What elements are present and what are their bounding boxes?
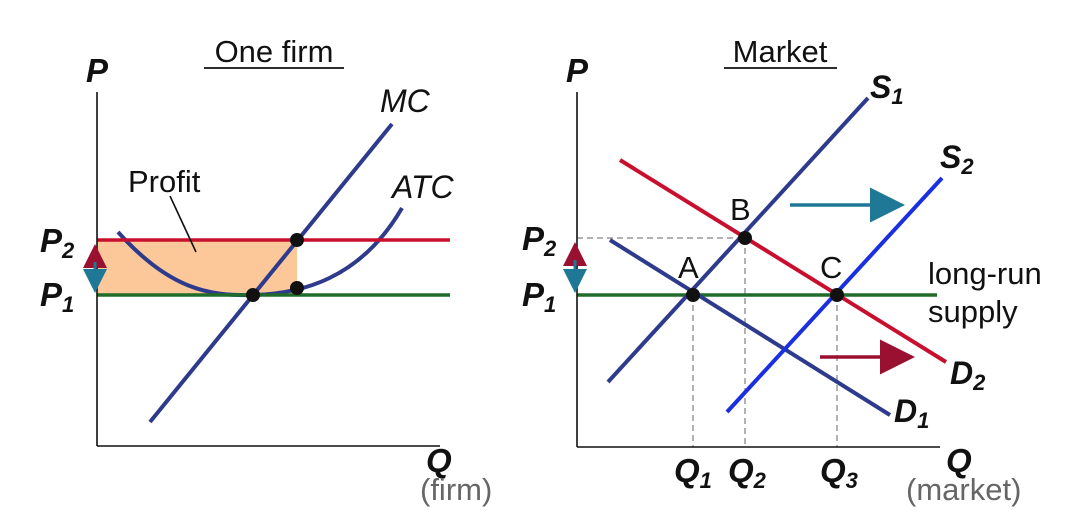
atc-label: ATC	[390, 169, 455, 205]
d1-label: D1	[894, 393, 929, 433]
point-c-dot	[830, 288, 844, 302]
dot-mc-p1	[246, 288, 260, 302]
profit-leader-line	[169, 195, 197, 253]
point-c-label: C	[820, 250, 842, 285]
left-title: One firm	[215, 34, 334, 69]
demand-curve-d2	[618, 158, 948, 364]
supply-curve-s1	[606, 96, 870, 384]
point-a-dot	[686, 288, 700, 302]
left-p2-label: P2	[40, 222, 75, 263]
point-b-label: B	[730, 192, 751, 227]
mc-label: MC	[380, 83, 431, 119]
q1-label: Q1	[674, 452, 712, 493]
left-p1-label: P1	[40, 276, 74, 317]
mc-curve	[148, 122, 394, 424]
right-x-axis-label: Q	[946, 442, 972, 479]
left-x-axis-note: (firm)	[420, 472, 492, 507]
long-run-supply-label-line1: long-run	[928, 256, 1042, 291]
left-x-axis-label: Q	[426, 442, 452, 479]
q2-label: Q2	[728, 452, 767, 493]
q3-label: Q3	[820, 452, 858, 493]
right-title: Market	[733, 34, 828, 69]
left-panel: One firm P Q (firm) MC ATC Profit P2 P1	[40, 34, 492, 507]
profit-area	[97, 240, 297, 295]
right-p2-label: P2	[522, 220, 557, 261]
profit-label: Profit	[128, 164, 201, 199]
right-p1-label: P1	[522, 276, 556, 317]
demand-curve-d1	[608, 238, 892, 417]
left-y-axis-label: P	[86, 52, 109, 89]
point-b-dot	[738, 231, 752, 245]
point-a-label: A	[678, 250, 699, 285]
right-x-axis-note: (market)	[906, 472, 1021, 507]
right-panel: Market P Q (market) S1 S2 D1 D2 A B C lo…	[522, 34, 1042, 507]
s2-label: S2	[940, 139, 974, 179]
d2-label: D2	[950, 355, 986, 395]
long-run-supply-label-line2: supply	[928, 294, 1018, 329]
dot-atc-q	[290, 281, 304, 295]
s1-label: S1	[870, 69, 904, 109]
right-y-axis-label: P	[566, 52, 589, 89]
dot-mc-p2	[290, 233, 304, 247]
